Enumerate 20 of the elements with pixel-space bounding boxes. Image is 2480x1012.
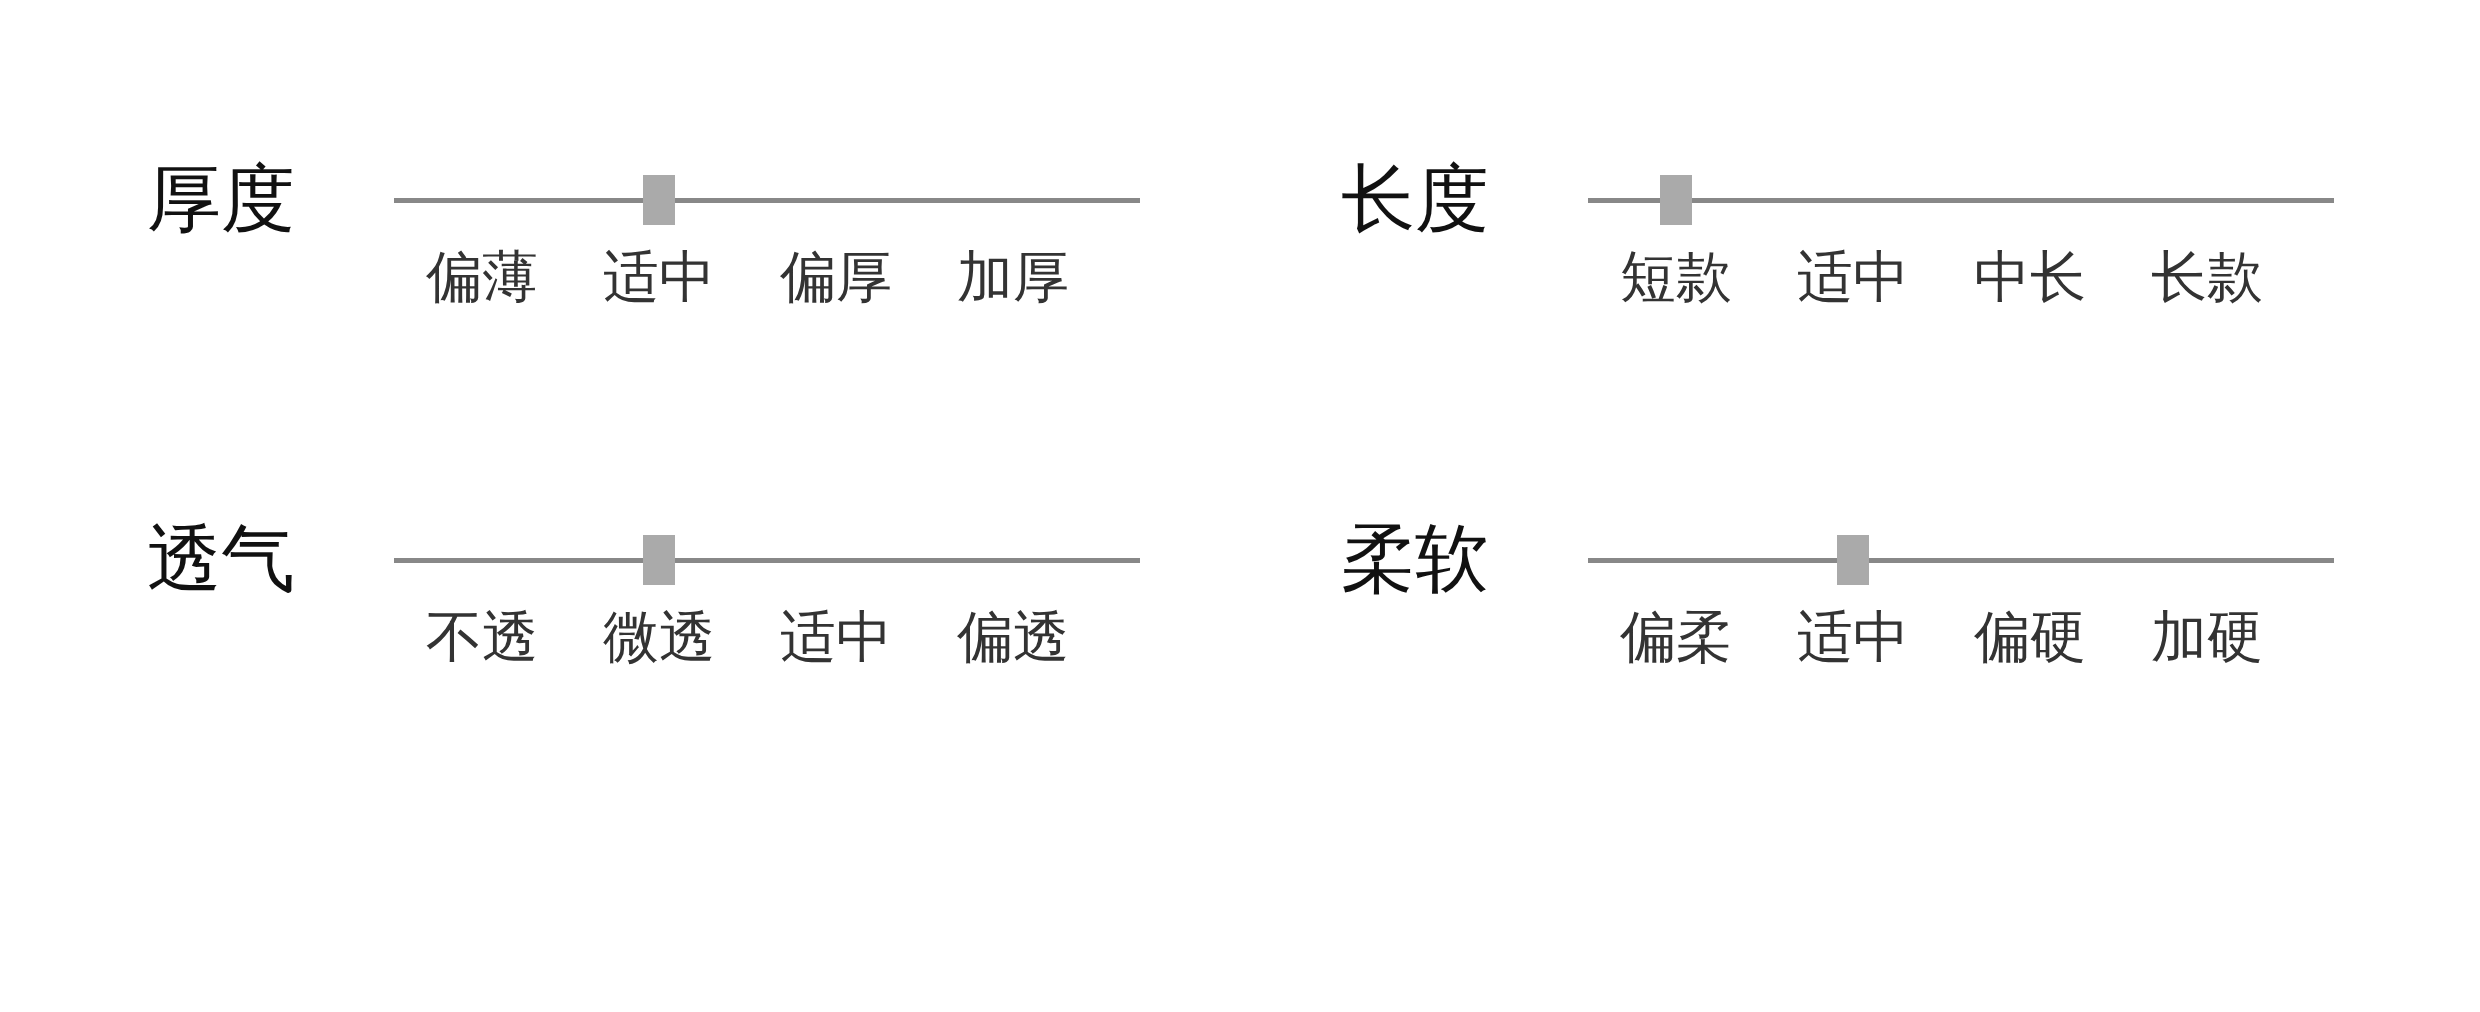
scale-title: 厚度	[147, 161, 295, 235]
scale-title: 长度	[1341, 161, 1489, 235]
scale-option-label: 偏薄	[426, 249, 538, 305]
scale-option-label: 偏透	[957, 609, 1069, 665]
scale-option-label: 短款	[1620, 249, 1732, 305]
scale-title: 透气	[147, 521, 295, 595]
scale-option-label: 适中	[1797, 609, 1909, 665]
scale-option-label: 加厚	[957, 249, 1069, 305]
scale-option-label: 适中	[780, 609, 892, 665]
scale-option-label: 长款	[2151, 249, 2263, 305]
scale-title: 柔软	[1341, 521, 1489, 595]
scale-option-label: 偏硬	[1974, 609, 2086, 665]
scale-option-label: 偏厚	[780, 249, 892, 305]
scale-option-label: 适中	[603, 249, 715, 305]
scale-option-label: 偏柔	[1620, 609, 1732, 665]
scale-option-label: 加硬	[2151, 609, 2263, 665]
scale-option-label: 中长	[1974, 249, 2086, 305]
scale-option-label: 适中	[1797, 249, 1909, 305]
scale-option-label: 不透	[426, 609, 538, 665]
scale-option-label: 微透	[603, 609, 715, 665]
